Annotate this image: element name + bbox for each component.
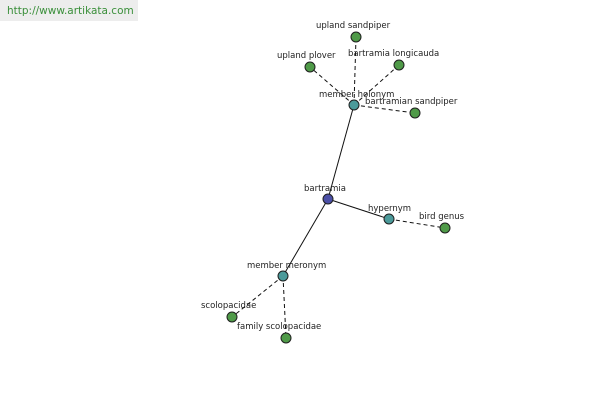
node-bartramian-sandpiper-label: bartramian sandpiper bbox=[365, 97, 458, 107]
node-member-holonym-circle[interactable] bbox=[348, 99, 360, 111]
center-edges bbox=[282, 104, 390, 277]
term-edges bbox=[231, 36, 446, 339]
node-bartramia-longicauda[interactable]: bartramia longicauda bbox=[348, 49, 439, 71]
edge-meronym-scolopacidae bbox=[231, 275, 284, 318]
node-bartramia-circle[interactable] bbox=[322, 193, 334, 205]
node-member-meronym[interactable]: member meronym bbox=[247, 261, 326, 282]
node-hypernym-label: hypernym bbox=[368, 204, 411, 214]
edge-holonym-bartramian-sandpiper bbox=[353, 104, 416, 114]
node-hypernym[interactable]: hypernym bbox=[368, 204, 411, 225]
node-bird-genus-circle[interactable] bbox=[439, 222, 451, 234]
node-member-meronym-label: member meronym bbox=[247, 261, 326, 271]
edge-bartramia-hypernym bbox=[327, 198, 390, 220]
node-bird-genus-label: bird genus bbox=[419, 212, 465, 222]
node-bartramia-longicauda-circle[interactable] bbox=[393, 59, 405, 71]
node-family-scolopacidae-circle[interactable] bbox=[280, 332, 292, 344]
node-upland-sandpiper-label: upland sandpiper bbox=[316, 21, 391, 31]
node-upland-plover-label: upland plover bbox=[277, 51, 336, 61]
node-upland-plover-circle[interactable] bbox=[304, 61, 316, 73]
node-member-holonym[interactable]: member holonym bbox=[319, 90, 394, 111]
node-bird-genus[interactable]: bird genus bbox=[419, 212, 465, 234]
node-bartramian-sandpiper[interactable]: bartramian sandpiper bbox=[365, 97, 458, 119]
source-url-banner[interactable]: http://www.artikata.com bbox=[0, 0, 138, 21]
node-scolopacidae-label: scolopacidae bbox=[201, 301, 256, 311]
node-scolopacidae[interactable]: scolopacidae bbox=[201, 301, 256, 323]
node-upland-sandpiper[interactable]: upland sandpiper bbox=[316, 21, 391, 43]
edge-bartramia-holonym bbox=[327, 104, 355, 200]
node-bartramia-longicauda-label: bartramia longicauda bbox=[348, 49, 439, 59]
edge-holonym-upland-plover bbox=[309, 66, 355, 106]
edge-bartramia-meronym bbox=[282, 198, 329, 277]
node-family-scolopacidae-label: family scolopacidae bbox=[237, 322, 321, 332]
node-family-scolopacidae[interactable]: family scolopacidae bbox=[237, 322, 321, 344]
node-upland-plover[interactable]: upland plover bbox=[277, 51, 336, 73]
node-hypernym-circle[interactable] bbox=[383, 213, 395, 225]
edge-meronym-family-scolopacidae bbox=[282, 275, 287, 339]
edge-holonym-bartramia-longicauda bbox=[353, 64, 400, 106]
node-member-holonym-label: member holonym bbox=[319, 90, 394, 100]
node-bartramia[interactable]: bartramia bbox=[304, 184, 346, 205]
node-member-meronym-circle[interactable] bbox=[277, 270, 289, 282]
edge-holonym-upland-sandpiper bbox=[353, 36, 357, 106]
edge-hypernym-bird-genus bbox=[388, 218, 446, 229]
node-scolopacidae-circle[interactable] bbox=[226, 311, 238, 323]
node-upland-sandpiper-circle[interactable] bbox=[350, 31, 362, 43]
node-bartramian-sandpiper-circle[interactable] bbox=[409, 107, 421, 119]
node-bartramia-label: bartramia bbox=[304, 184, 346, 194]
source-url-link[interactable]: http://www.artikata.com bbox=[7, 5, 134, 17]
